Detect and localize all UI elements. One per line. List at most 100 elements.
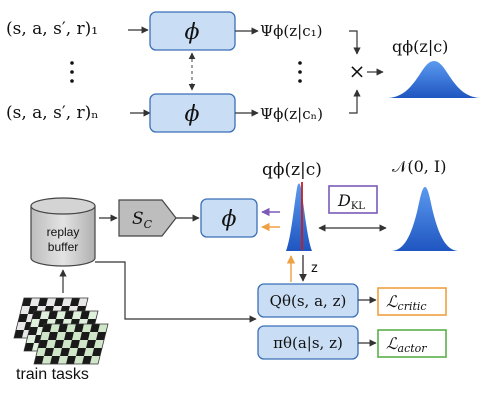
checker-square (94, 340, 105, 348)
encoder-phi-bottom: ϕ (222, 207, 237, 232)
sampler-symbol: SC (132, 209, 153, 231)
checker-square (26, 335, 37, 343)
arrow-psi-1-to-product (349, 30, 361, 55)
task-thumbnail-front (33, 323, 109, 365)
encoder-phi-n: ϕ (185, 102, 200, 127)
input-tuple-1: (s, a, s′, r)₁ (6, 19, 98, 39)
checker-square (92, 348, 103, 356)
checker-square (14, 330, 25, 338)
checker-square (64, 311, 75, 319)
checker-square (46, 340, 57, 348)
top-section: (s, a, s′, r)₁ (s, a, s′, r)ₙ ϕ ϕ Ψϕ(z|c… (6, 11, 480, 133)
psi-factor-n: Ψϕ(z|cₙ) (260, 105, 323, 123)
checker-square (60, 348, 71, 356)
checker-square (16, 322, 27, 330)
critic-loss-label: ℒcritic (386, 292, 427, 313)
checker-square (36, 348, 47, 356)
checker-square (78, 340, 89, 348)
encoder-phi-1: ϕ (185, 20, 200, 45)
checker-square (56, 332, 67, 340)
checker-square (18, 314, 29, 322)
psi-factor-1: Ψϕ(z|c₁) (260, 22, 322, 40)
checker-square (52, 348, 63, 356)
train-tasks-label: train tasks (16, 366, 89, 383)
checker-square (98, 324, 109, 332)
z-label: z (311, 259, 318, 275)
checker-square (62, 298, 73, 306)
checker-square (66, 324, 76, 332)
posterior-label-top: qϕ(z|c) (392, 37, 448, 56)
checker-square (38, 340, 49, 348)
checker-square (50, 356, 61, 364)
kl-label: DKL (337, 191, 365, 212)
checker-square (30, 298, 40, 306)
replay-buffer-label-line2: buffer (48, 240, 78, 254)
checker-square (48, 311, 58, 319)
checker-square (84, 348, 95, 356)
checker-square (64, 332, 75, 340)
arrow-buffer-to-rl (95, 261, 257, 323)
checker-border (33, 323, 109, 365)
checker-square (50, 324, 60, 332)
q-function-label: Qθ(s, a, z) (270, 292, 347, 310)
checker-square (66, 356, 77, 364)
policy-label: πθ(a|s, z) (273, 334, 343, 352)
input-tuple-n: (s, a, s′, r)ₙ (6, 103, 99, 123)
checker-square (22, 298, 32, 306)
checker-square (78, 298, 89, 306)
checker-square (24, 343, 35, 351)
checker-square (86, 340, 97, 348)
checker-square (74, 356, 85, 364)
posterior-label-bottom: qϕ(z|c) (262, 160, 322, 180)
checker-square (30, 319, 41, 327)
checker-square (54, 340, 65, 348)
checker-square (38, 298, 48, 306)
arrow-psi-n-to-product (349, 89, 361, 114)
checker-square (82, 356, 93, 364)
checker-square (70, 340, 81, 348)
replay-buffer: replay buffer (30, 197, 96, 267)
checker-square (72, 311, 83, 319)
checker-square (68, 348, 79, 356)
context-sampler (118, 199, 177, 237)
checker-square (90, 324, 101, 332)
posterior-gaussian-top (388, 61, 480, 98)
checker-square (82, 324, 93, 332)
checker-square (58, 324, 68, 332)
bottom-section: replay buffer SC ϕ qϕ(z|c) DKL 𝒩(0, I) z… (13, 157, 458, 383)
checker-square (80, 332, 91, 340)
checker-square (96, 332, 107, 340)
actor-loss-box (377, 329, 447, 358)
checker-square (88, 311, 99, 319)
prior-gaussian (392, 187, 458, 251)
checker-square (72, 332, 83, 340)
checker-square (48, 332, 59, 340)
prior-label: 𝒩(0, I) (392, 157, 446, 176)
checker-square (74, 324, 85, 332)
vdots-right (298, 61, 302, 83)
checker-square (80, 311, 91, 319)
checker-square (54, 298, 64, 306)
checker-square (46, 298, 56, 306)
checker-square (88, 332, 99, 340)
checker-square (42, 356, 53, 364)
checker-square (90, 356, 101, 364)
kl-divergence-box (328, 185, 378, 214)
checker-square (40, 311, 50, 319)
checker-square (28, 327, 39, 335)
checker-square (40, 332, 51, 340)
checker-square (20, 306, 31, 314)
checker-square (56, 311, 66, 319)
encoder-box-bottom (200, 198, 258, 238)
checker-square (42, 324, 52, 332)
checker-square (34, 356, 45, 364)
actor-loss-label: ℒactor (386, 334, 427, 355)
vdots-left (70, 61, 74, 83)
checker-square (58, 356, 69, 364)
checker-square (32, 311, 42, 319)
product-symbol: × (349, 59, 366, 83)
checker-square (76, 348, 87, 356)
posterior-gaussian-bottom (286, 183, 312, 251)
replay-buffer-label-line1: replay (47, 225, 80, 239)
